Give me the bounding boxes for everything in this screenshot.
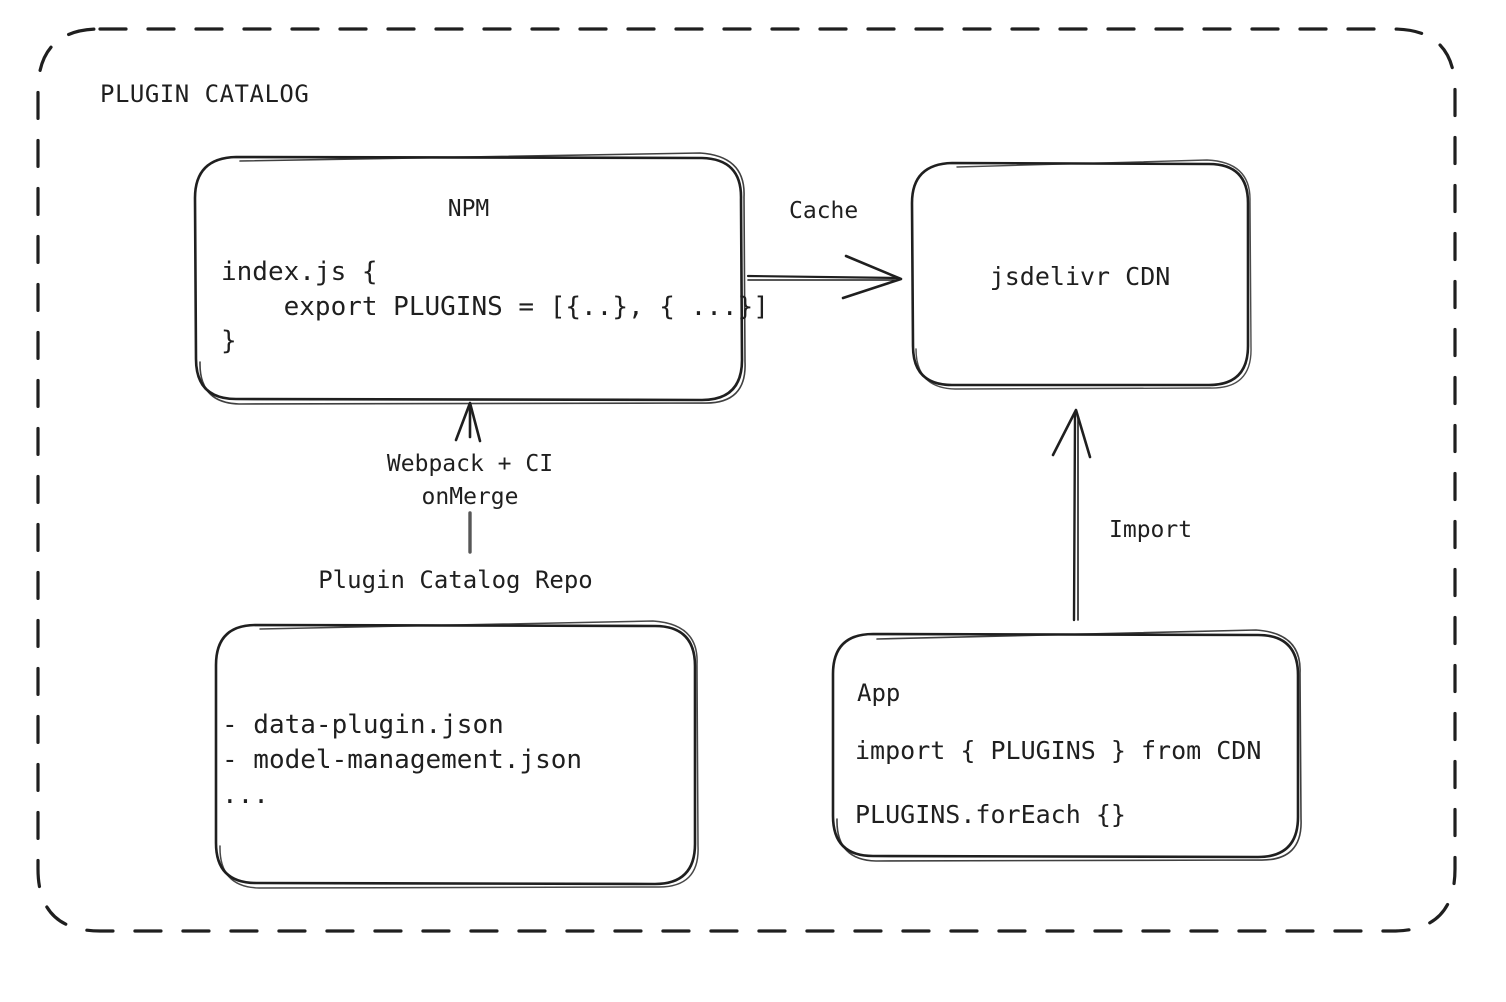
cache-arrow	[746, 254, 903, 300]
import-arrow	[1051, 408, 1092, 622]
app-box-import-line: import { PLUGINS } from CDN	[855, 736, 1262, 765]
npm-node[interactable]	[195, 157, 745, 404]
app-box-title: App	[857, 679, 901, 707]
npm-box-code: index.js { export PLUGINS = [{..}, { ...…	[221, 257, 769, 357]
cdn-box-title: jsdelivr CDN	[989, 262, 1171, 291]
cache-edge-label: Cache	[789, 198, 859, 224]
outer-group-label: PLUGIN CATALOG	[100, 80, 310, 108]
repo-box-items: - data-plugin.json - model-management.js…	[222, 710, 583, 811]
app-box-foreach-line: PLUGINS.forEach {}	[855, 800, 1126, 829]
repo-node[interactable]	[216, 625, 699, 888]
cdn-node[interactable]	[912, 163, 1252, 389]
repo-box-caption: Plugin Catalog Repo	[318, 566, 593, 594]
build-edge-label: Webpack + CI onMerge	[386, 451, 554, 510]
npm-box-title: NPM	[447, 196, 490, 222]
import-edge-label: Import	[1109, 517, 1193, 543]
app-node[interactable]	[833, 634, 1302, 861]
